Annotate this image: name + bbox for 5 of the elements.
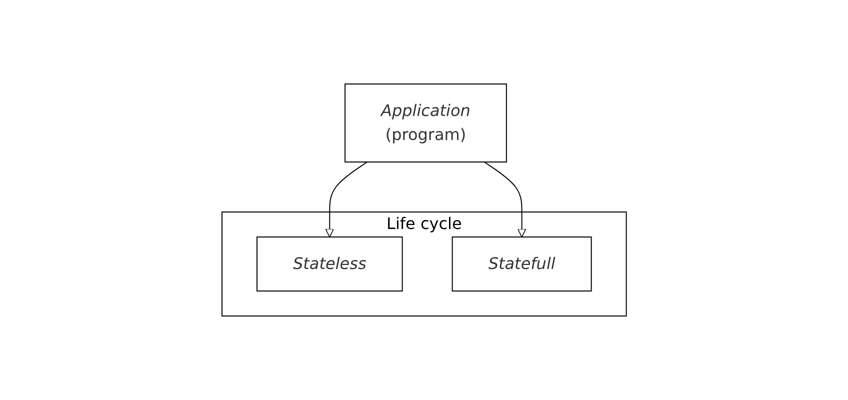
- node-box: Statefull: [452, 236, 592, 292]
- node-box: Stateless: [256, 236, 403, 292]
- arrow: [325, 162, 368, 238]
- node-box: Application (program): [344, 84, 507, 162]
- arrow: [484, 162, 526, 238]
